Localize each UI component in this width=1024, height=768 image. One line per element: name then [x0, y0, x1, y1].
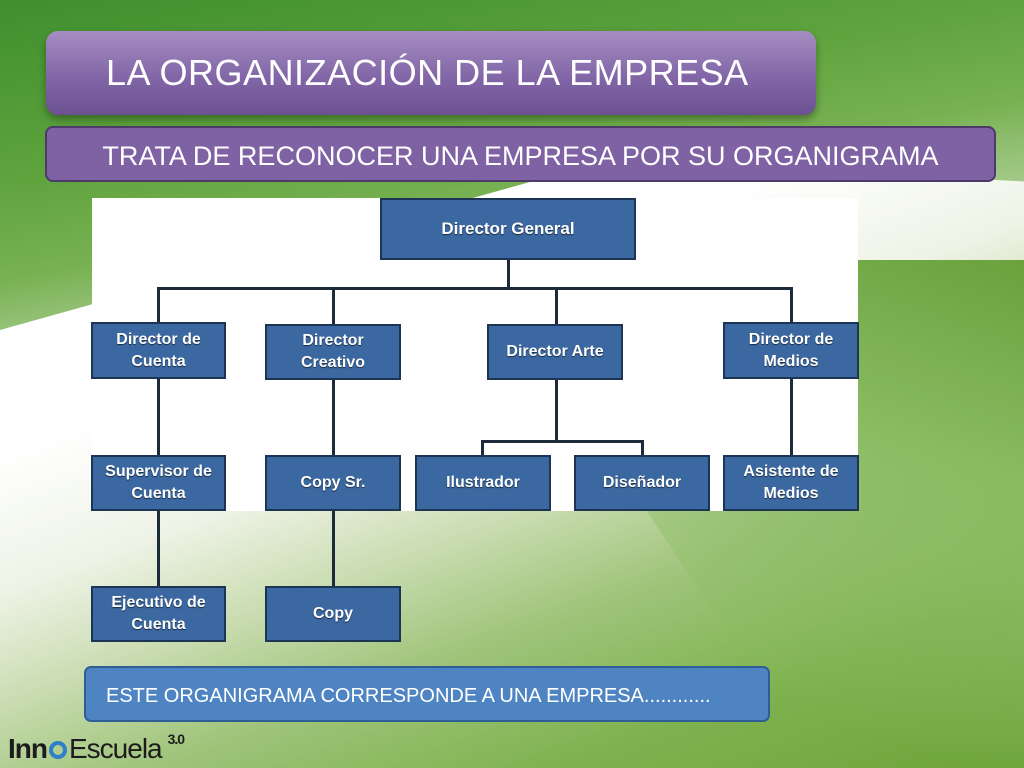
node-director-general: Director General: [380, 198, 636, 260]
connector-line: [790, 378, 793, 456]
node-supervisor-cuenta: Supervisor de Cuenta: [91, 455, 226, 511]
node-disenador: Diseñador: [574, 455, 710, 511]
connector-line: [555, 287, 558, 325]
connector-line: [332, 378, 335, 456]
node-ejecutivo-cuenta: Ejecutivo de Cuenta: [91, 586, 226, 642]
connector-line: [157, 378, 160, 456]
connector-line: [641, 440, 644, 456]
connector-line: [481, 440, 644, 443]
node-director-creativo: Director Creativo: [265, 324, 401, 380]
connector-line: [555, 378, 558, 442]
node-asistente-medios: Asistente de Medios: [723, 455, 859, 511]
connector-line: [332, 510, 335, 588]
connector-line: [790, 287, 793, 323]
logo-text-escuela: Escuela: [69, 733, 163, 764]
connector-line: [507, 259, 510, 289]
logo-version: 3.0: [167, 731, 185, 747]
footer-question: ESTE ORGANIGRAMA CORRESPONDE A UNA EMPRE…: [84, 666, 770, 722]
node-copy: Copy: [265, 586, 401, 642]
innoescuela-logo: Inn Escuela 3.0: [8, 731, 185, 766]
slide-title: LA ORGANIZACIÓN DE LA EMPRESA: [46, 31, 816, 115]
node-director-medios: Director de Medios: [723, 322, 859, 379]
connector-line: [157, 287, 160, 323]
logo-text-inn: Inn: [8, 733, 48, 764]
node-copy-sr: Copy Sr.: [265, 455, 401, 511]
connector-line: [332, 287, 335, 325]
connector-line: [481, 440, 484, 456]
connector-line: [157, 510, 160, 588]
node-director-cuenta: Director de Cuenta: [91, 322, 226, 379]
power-icon: [49, 741, 67, 759]
connector-line: [157, 287, 793, 290]
slide-subtitle: TRATA DE RECONOCER UNA EMPRESA POR SU OR…: [45, 126, 996, 182]
node-ilustrador: Ilustrador: [415, 455, 551, 511]
node-director-arte: Director Arte: [487, 324, 623, 380]
